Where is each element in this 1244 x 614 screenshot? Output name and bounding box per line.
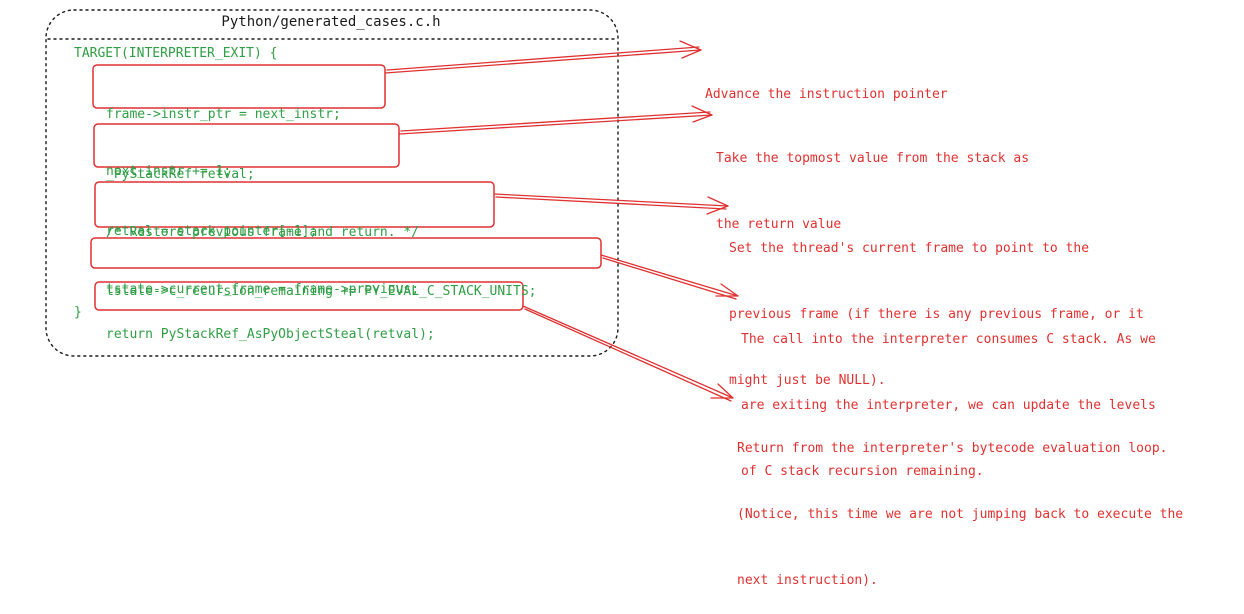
code-block-instr-ptr: frame->instr_ptr = next_instr; next_inst… <box>106 67 341 200</box>
annotation-recursion: The call into the interpreter consumes C… <box>741 285 1156 505</box>
highlight-box-instr-ptr <box>92 64 386 109</box>
code-block-return: return PyStackRef_AsPyObjectSteal(retval… <box>106 287 435 363</box>
annotation-line: previous frame (if there is any previous… <box>729 307 1144 322</box>
diagram-overlay <box>45 9 739 402</box>
annotation-line: Return from the interpreter's bytecode e… <box>737 441 1168 456</box>
highlight-box-recursion <box>90 237 602 269</box>
annotation-instr-ptr: Advance the instruction pointer <box>705 40 948 128</box>
code-line: retval = stack_pointer[-1]; <box>106 224 318 239</box>
annotation-current-frame: Set the thread's current frame to point … <box>729 194 1144 414</box>
annotation-line: the return value <box>716 217 842 232</box>
arrow-return <box>522 305 734 402</box>
code-line: tstate->current_frame = frame->previous; <box>106 282 420 297</box>
annotation-return: Return from the interpreter's bytecode e… <box>737 394 1183 614</box>
annotation-line: The call into the interpreter consumes C… <box>741 332 1156 347</box>
highlight-box-return <box>94 281 524 311</box>
code-line: /* Restore previous frame and return. */ <box>106 225 420 240</box>
code-line-close: } <box>74 305 82 320</box>
annotation-line: are exiting the interpreter, we can upda… <box>741 398 1156 413</box>
highlight-box-retval <box>93 123 400 168</box>
annotation-line: Set the thread's current frame to point … <box>729 241 1090 256</box>
arrow-instr-ptr <box>384 40 702 74</box>
code-line: _PyStackRef retval; <box>106 167 255 182</box>
annotation-line: of C stack recursion remaining. <box>741 464 984 479</box>
annotation-line: might just be NULL). <box>729 373 886 388</box>
code-line: next_instr += 1; <box>106 164 232 179</box>
arrow-retval <box>398 105 713 135</box>
code-line-target: TARGET(INTERPRETER_EXIT) { <box>74 46 278 61</box>
annotation-retval: Take the topmost value from the stack as… <box>716 104 1029 258</box>
code-line: return PyStackRef_AsPyObjectSteal(retval… <box>106 327 435 342</box>
annotation-line: next instruction). <box>737 573 878 588</box>
annotation-line: Take the topmost value from the stack as <box>716 151 1030 166</box>
file-title: Python/generated_cases.c.h <box>221 14 441 30</box>
arrow-recursion <box>600 254 739 300</box>
code-block-recursion: tstate->c_recursion_remaining += PY_EVAL… <box>106 244 536 320</box>
annotation-line: (Notice, this time we are not jumping ba… <box>737 507 1184 522</box>
code-block-current-frame: /* Restore previous frame and return. */… <box>106 185 419 318</box>
code-block-retval: _PyStackRef retval; retval = stack_point… <box>106 127 317 260</box>
code-line: frame->instr_ptr = next_instr; <box>106 107 341 122</box>
file-frame <box>45 9 619 357</box>
arrow-current-frame <box>493 193 729 215</box>
annotation-line: Advance the instruction pointer <box>705 87 948 102</box>
code-line: tstate->c_recursion_remaining += PY_EVAL… <box>106 284 537 299</box>
highlight-box-current-frame <box>94 181 495 228</box>
